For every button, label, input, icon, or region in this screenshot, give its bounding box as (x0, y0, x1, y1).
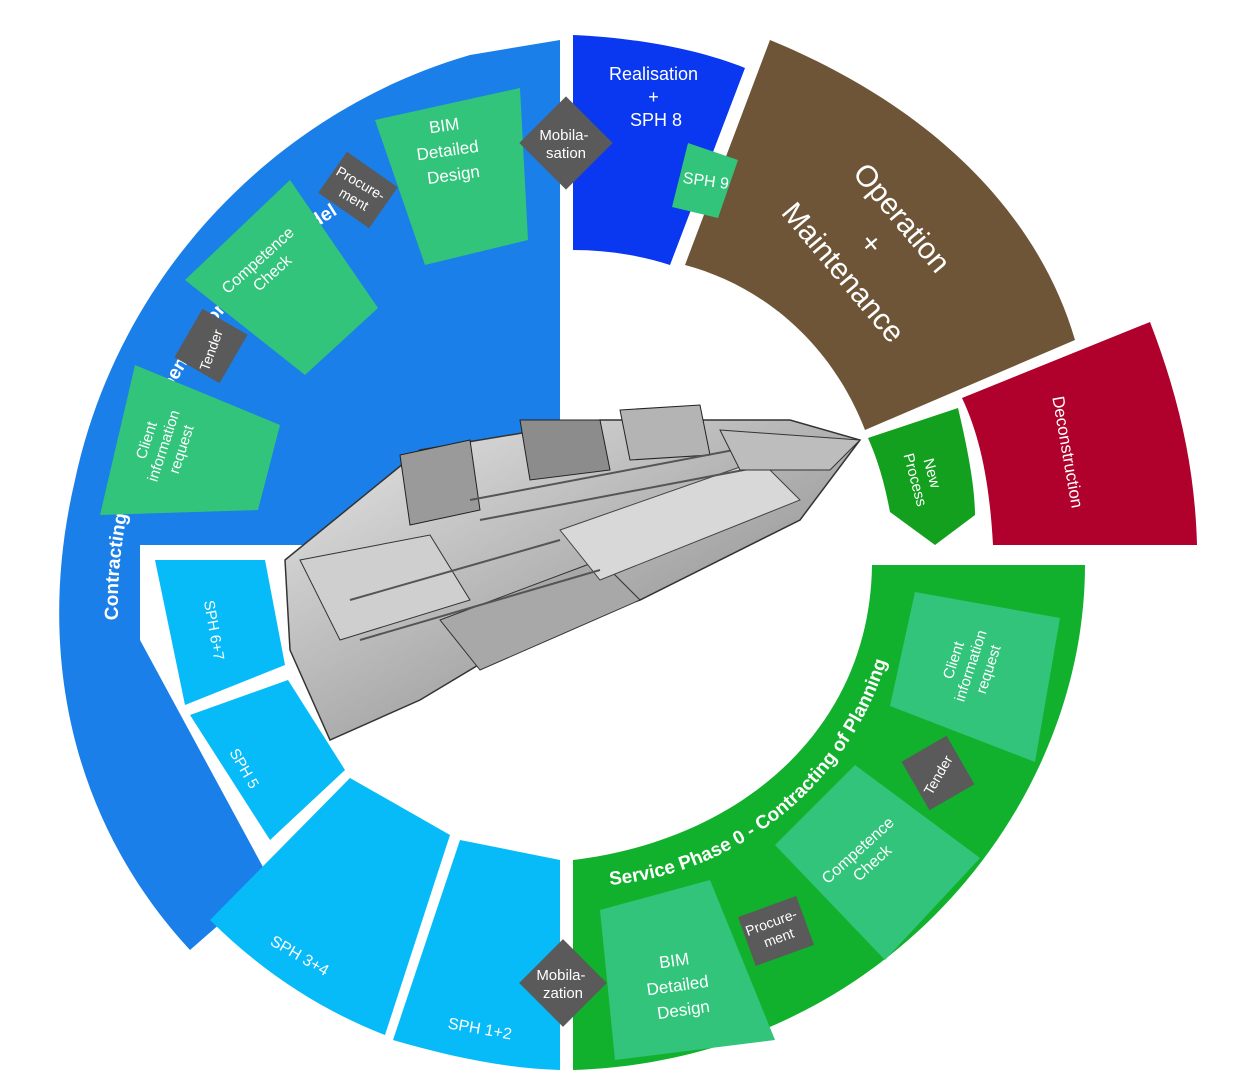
planning-bim-box (600, 880, 775, 1060)
deconstruction-sector (962, 322, 1197, 545)
execution-bim-box (375, 88, 528, 265)
mobilisation-bottom-diamond (519, 939, 607, 1027)
execution-client-box (100, 365, 280, 515)
mobilisation-top-label: Mobila- sation (539, 127, 592, 162)
realisation-sector (573, 35, 745, 265)
planning-competence-box (775, 765, 980, 960)
operation-sector (685, 40, 1075, 430)
tender-bottom-diamond (901, 735, 975, 811)
building-model-render (284, 404, 862, 741)
realisation-label: Realisation + SPH 8 (609, 64, 703, 130)
execution-competence-box (185, 180, 378, 375)
tender-top-diamond (174, 308, 248, 384)
procurement-bottom-diamond (737, 895, 815, 967)
sph9-label: SPH 9 (682, 170, 730, 193)
execution-sector (59, 40, 560, 950)
mobilisation-bottom-label: Mobila- zation (536, 967, 589, 1002)
sph-3-4-segment (210, 778, 450, 1035)
planning-client-box (890, 592, 1060, 762)
new-process-arrow (868, 408, 975, 545)
procurement-top-diamond (318, 151, 398, 229)
planning-client-label: Client information request (934, 618, 1009, 709)
sph9-box (672, 143, 738, 218)
sph-1-2-segment (393, 840, 560, 1070)
sph-5-segment (190, 680, 345, 840)
sph-6-7-segment (155, 560, 285, 705)
